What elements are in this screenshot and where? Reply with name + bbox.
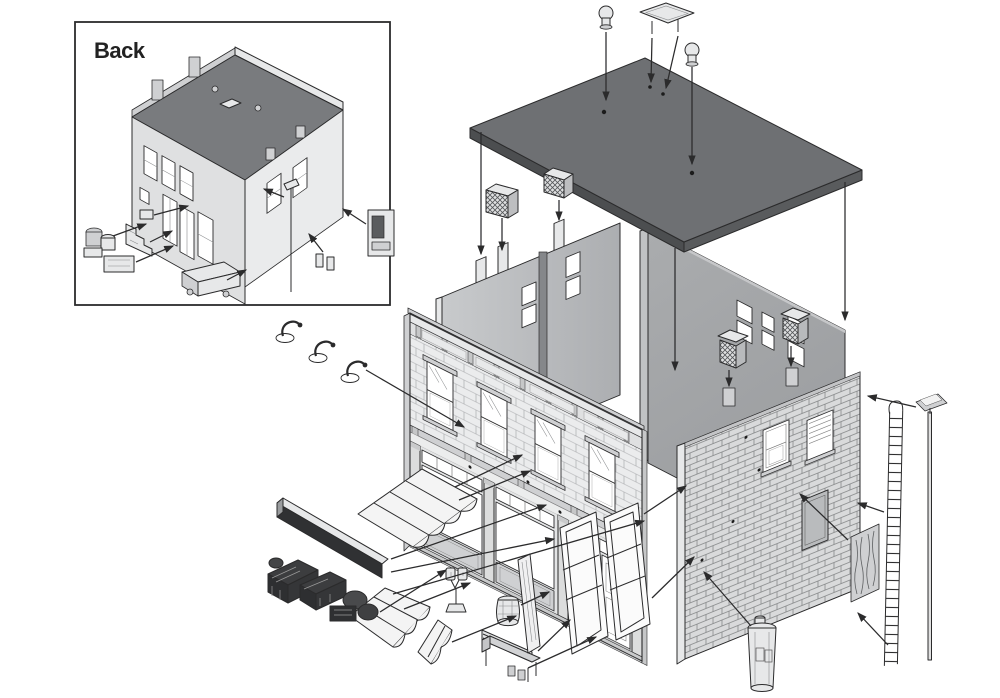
inset-back-view: Back (74, 21, 395, 306)
inset-stairs (125, 223, 153, 257)
inset-chimney (151, 79, 164, 101)
awning-small (417, 619, 453, 665)
corner-pilaster (517, 553, 541, 654)
roof-panel (469, 57, 863, 253)
inset-chimney-cap (295, 125, 306, 139)
door-frame-2 (603, 502, 651, 641)
gooseneck-lamp-3 (340, 360, 368, 383)
awning-large (357, 468, 478, 548)
ladder (883, 400, 904, 666)
awning-medium (349, 587, 431, 648)
street-lamp (915, 393, 948, 661)
store-signboard (276, 497, 389, 579)
inset-assembly-arrows (112, 188, 367, 281)
skylight-hatch (639, 2, 695, 34)
inset-chimney (188, 56, 201, 78)
assembly-arrows (365, 32, 917, 669)
gooseneck-lamp-2 (308, 340, 336, 363)
roof-mount-dot (601, 109, 607, 115)
trash-can (747, 615, 777, 692)
bench (481, 629, 541, 682)
produce-crates (267, 557, 379, 622)
right-wall-door (801, 489, 829, 552)
inset-skylight (219, 98, 242, 109)
chimney-cap-1 (717, 329, 749, 369)
upper-windows (422, 354, 620, 518)
roof-vent-2 (684, 42, 700, 67)
cap-peg (722, 387, 736, 407)
chimney-2 (543, 167, 574, 199)
barrel (496, 595, 520, 627)
door-frame-1 (559, 511, 609, 655)
inset-label: Back (94, 38, 146, 63)
inset-barrel-cluster (83, 227, 116, 258)
roof-mount-dot (648, 85, 652, 89)
inset-chimney-cap (265, 147, 276, 161)
inset-roof-vent (211, 85, 219, 93)
chimney-1 (485, 183, 519, 219)
facade-stone-wall (410, 334, 642, 542)
wood-sign (850, 523, 880, 603)
frieze-panels (421, 329, 629, 442)
inset-roof-vent (254, 104, 262, 112)
inset-small-bottles (315, 253, 335, 271)
inset-vending-machine (367, 209, 395, 257)
right-wall-edge (676, 442, 686, 665)
chimney-cap-2 (780, 307, 811, 345)
inset-crate (103, 255, 135, 273)
roof-mount-dot (661, 92, 665, 96)
roof-mount-dot (689, 170, 695, 176)
inset-lamp-post (283, 178, 300, 292)
right-side-wall (684, 371, 861, 660)
inset-vent-part (139, 209, 154, 220)
parking-meter (445, 567, 468, 613)
cap-peg (785, 367, 799, 387)
gooseneck-lamp-1 (275, 320, 303, 343)
roof-vent-1 (598, 5, 614, 30)
